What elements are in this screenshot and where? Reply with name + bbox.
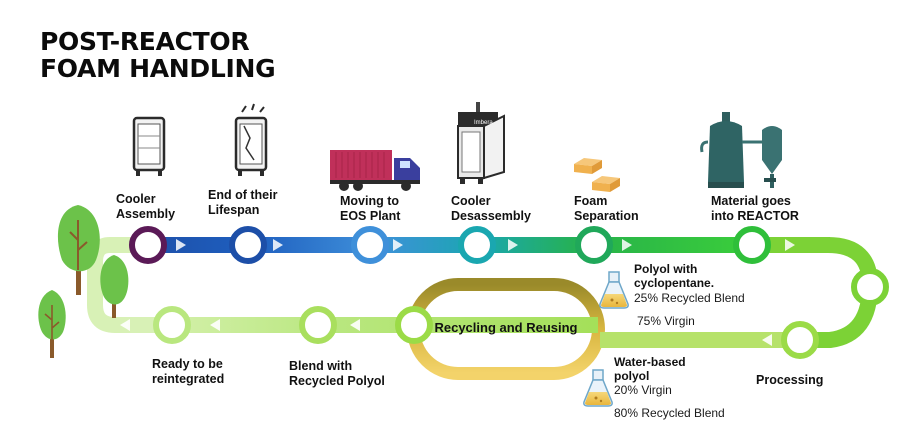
- label-cooler-desassembly: Cooler Desassembly: [451, 194, 531, 223]
- tree-icon-small: [38, 290, 66, 358]
- node-blend: [395, 306, 433, 344]
- node-blend-recycled: [299, 306, 337, 344]
- label-reactor: Material goes into REACTOR: [711, 194, 799, 223]
- label-moving-to-eos: Moving to EOS Plant: [340, 194, 401, 223]
- node-moving-to-eos: [351, 226, 389, 264]
- flask-icon-cyclopentane: [599, 271, 629, 309]
- label-ready-to-reintegrate: Ready to be reintegrated: [152, 357, 225, 386]
- broken-refrigerator-icon: [234, 103, 268, 176]
- info-water-recycled: 80% Recycled Blend: [614, 406, 725, 420]
- label-processing: Processing: [756, 373, 824, 387]
- title-line-2: FOAM HANDLING: [40, 54, 276, 83]
- label-end-of-lifespan: End of their Lifespan: [208, 188, 278, 217]
- label-recycling-reusing: Recycling and Reusing: [434, 320, 578, 335]
- node-processing: [781, 321, 819, 359]
- tree-icon-medium: [100, 255, 129, 318]
- label-blend-recycled-polyol: Blend with Recycled Polyol: [289, 359, 385, 388]
- info-polyol-water: Water-based polyol 20% Virgin: [614, 355, 686, 397]
- node-reactor: [733, 226, 771, 264]
- truck-icon: [330, 150, 420, 191]
- info-cyclopentane-virgin: 75% Virgin: [637, 314, 695, 328]
- node-cooler-desassembly: [458, 226, 496, 264]
- foam-blocks-icon: [574, 158, 620, 192]
- node-ready: [153, 306, 191, 344]
- flow-arrows-bottom: [120, 319, 772, 346]
- label-foam-separation: Foam Separation: [574, 194, 639, 223]
- page-title: POST-REACTOR FOAM HANDLING: [40, 27, 276, 83]
- tree-icon-large: [57, 205, 100, 295]
- info-polyol-cyclopentane: Polyol with cyclopentane. 25% Recycled B…: [634, 262, 745, 305]
- label-cooler-assembly: Cooler Assembly: [116, 192, 176, 221]
- flask-icon-water: [583, 369, 613, 407]
- open-cooler-icon: [457, 102, 505, 184]
- node-foam-separation: [575, 226, 613, 264]
- return-line-light: [87, 237, 178, 333]
- node-end-of-lifespan: [229, 226, 267, 264]
- cooler-brand-text: Imbera: [474, 120, 493, 126]
- node-curve: [851, 268, 889, 306]
- node-cooler-assembly: [129, 226, 167, 264]
- flow-arrows-top: [176, 239, 795, 251]
- refrigerator-icon: [132, 116, 166, 176]
- reactor-icon: [700, 112, 782, 188]
- title-line-1: POST-REACTOR: [40, 27, 250, 56]
